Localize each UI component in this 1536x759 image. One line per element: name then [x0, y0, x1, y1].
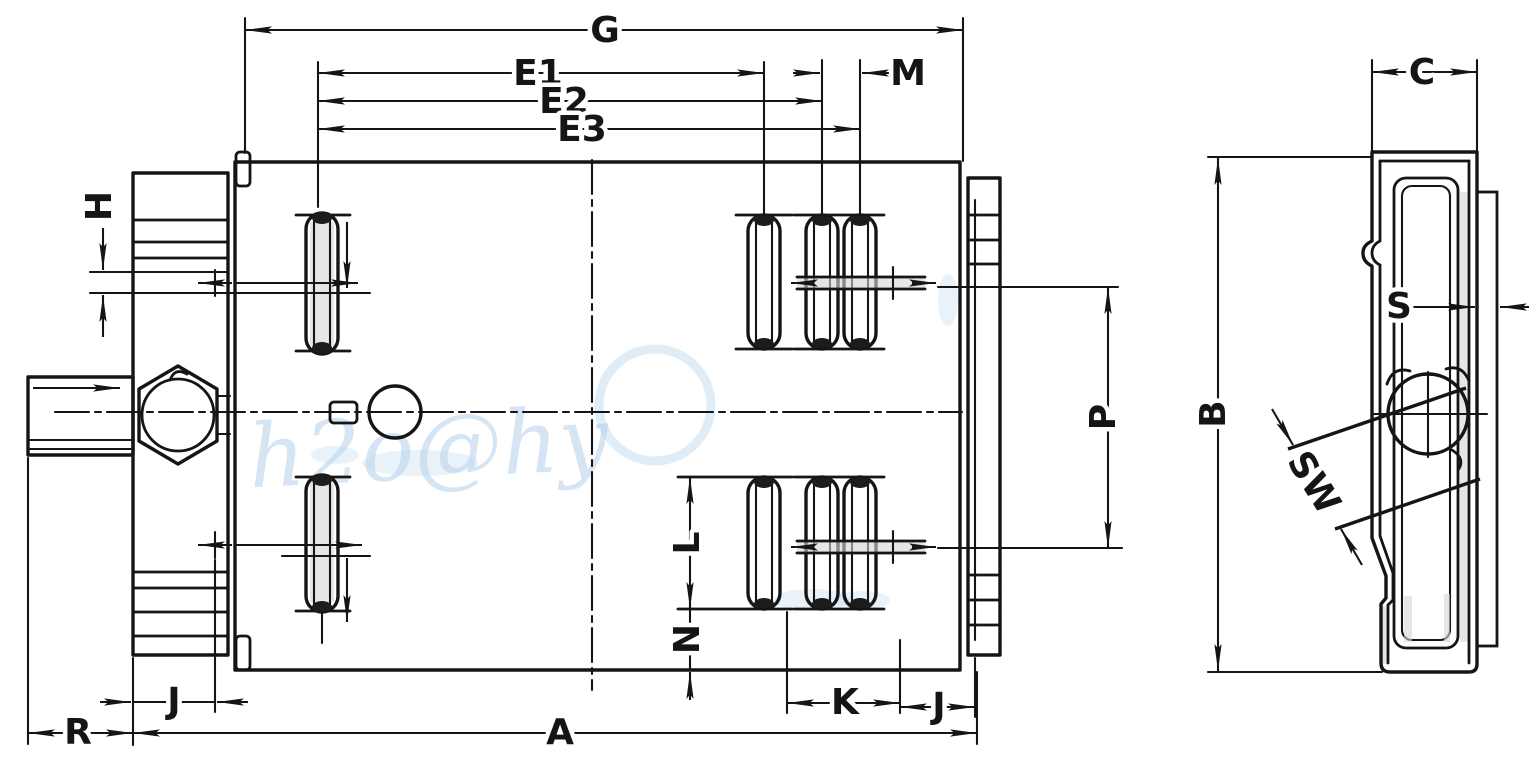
- dimension-S: S: [1382, 282, 1529, 332]
- dimension-M: M: [793, 49, 930, 99]
- pilot-circle: [328, 384, 423, 440]
- dimension-A: A: [133, 670, 979, 758]
- hex-plug-front: [137, 364, 232, 466]
- dimension-G: G: [243, 6, 965, 163]
- watermark-text: h2o@hy: [246, 387, 612, 509]
- side-view: B C S SW: [1189, 48, 1529, 674]
- center-lines: [53, 158, 964, 692]
- slot-lower-left: [294, 473, 352, 645]
- dim-label-L: L: [667, 532, 708, 555]
- dim-label-C: C: [1409, 52, 1435, 93]
- dimension-B: B: [1189, 155, 1384, 674]
- front-view: G E1 E2 E3 M H: [26, 6, 1129, 758]
- dimension-C: C: [1370, 48, 1479, 152]
- dim-label-A: A: [546, 712, 574, 753]
- dimension-H: H: [75, 186, 125, 337]
- dim-label-E2: E2: [539, 81, 589, 122]
- stud-upper-right: [791, 265, 936, 301]
- dim-label-SW: SW: [1279, 444, 1349, 521]
- dimension-L: L: [663, 477, 713, 609]
- dim-label-G: G: [590, 10, 620, 51]
- dim-label-E1: E1: [513, 53, 563, 94]
- right-end-cap: [966, 176, 1002, 657]
- dimension-E3: E3: [318, 58, 862, 215]
- dimension-N: N: [663, 607, 713, 700]
- dim-label-P: P: [1083, 404, 1124, 430]
- slot: [746, 213, 782, 351]
- dim-label-R: R: [64, 712, 92, 753]
- dim-label-M: M: [890, 53, 926, 94]
- dimension-E2: E2: [318, 58, 824, 215]
- dimension-R: R: [26, 456, 133, 758]
- dim-label-B: B: [1193, 400, 1234, 427]
- dimension-K: K: [785, 610, 902, 728]
- dim-label-K: K: [831, 682, 860, 723]
- slot: [746, 475, 782, 611]
- dim-label-N: N: [667, 624, 708, 654]
- stud-lower-right: [791, 529, 936, 565]
- dim-label-J-left: J: [164, 681, 180, 722]
- hex-plug-side: [1287, 366, 1489, 531]
- side-profile: [1361, 150, 1499, 674]
- dim-label-J-right: J: [929, 686, 945, 727]
- dimension-SW: SW: [1271, 408, 1363, 566]
- dim-label-E3: E3: [557, 109, 607, 150]
- dim-label-S: S: [1386, 286, 1412, 327]
- connector-block: [26, 375, 135, 457]
- dimension-P: P: [936, 285, 1129, 550]
- dimension-E1: E1: [316, 49, 766, 215]
- dim-label-H: H: [79, 191, 120, 221]
- left-port-indicators: [88, 268, 372, 560]
